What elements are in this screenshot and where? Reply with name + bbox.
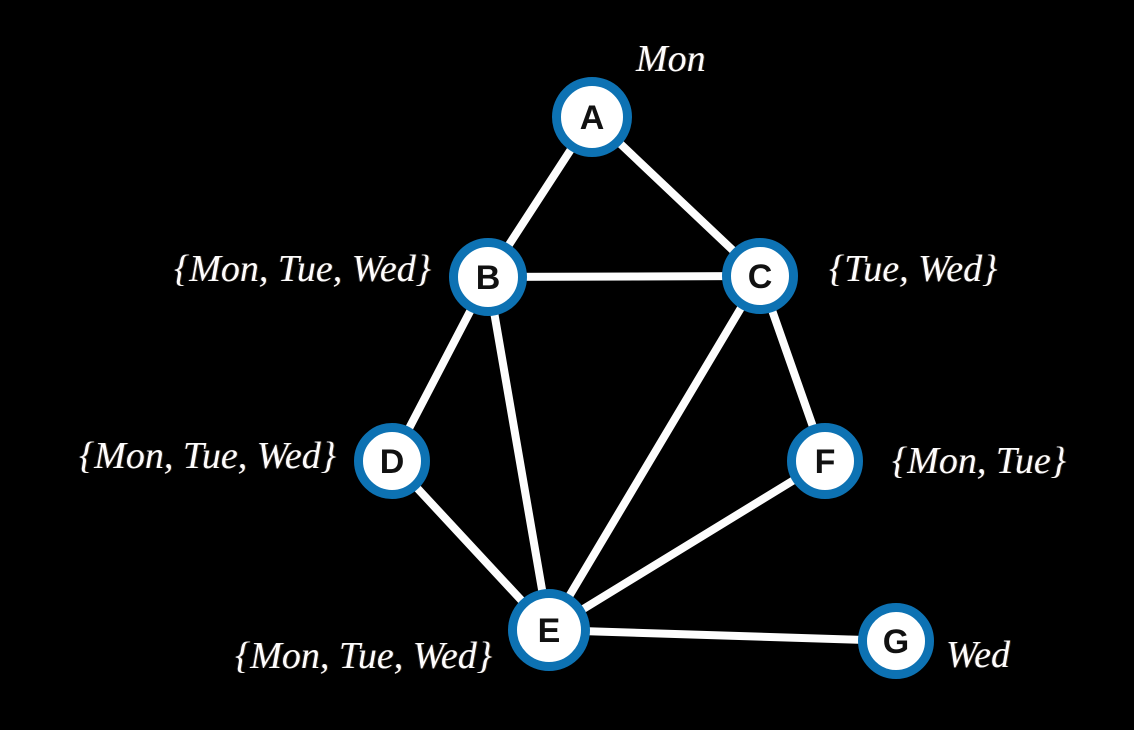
- node-letter-g: G: [883, 623, 909, 661]
- node-letter-e: E: [538, 612, 561, 650]
- domain-label-a: Mon: [636, 38, 706, 80]
- domain-label-b: {Mon, Tue, Wed}: [174, 248, 431, 290]
- graph-node-c[interactable]: C: [722, 238, 798, 314]
- domain-label-e: {Mon, Tue, Wed}: [235, 635, 492, 677]
- domain-label-g: Wed: [946, 634, 1011, 676]
- node-circle-a: [552, 77, 632, 157]
- graph-edge-e-g: [545, 626, 900, 645]
- graph-node-g[interactable]: G: [858, 603, 934, 679]
- node-layer: A B C D E F G: [354, 77, 934, 679]
- node-letter-a: A: [580, 99, 605, 137]
- node-circle-g: [858, 603, 934, 679]
- graph-node-e[interactable]: E: [508, 589, 590, 671]
- node-circle-e: [508, 589, 590, 671]
- domain-label-c: {Tue, Wed}: [829, 248, 998, 290]
- graph-node-d[interactable]: D: [354, 423, 430, 499]
- node-circle-c: [722, 238, 798, 314]
- graph-node-a[interactable]: A: [552, 77, 632, 157]
- node-circle-f: [787, 423, 863, 499]
- node-letter-c: C: [748, 258, 773, 296]
- graph-edge-b-c: [484, 272, 764, 281]
- node-letter-d: D: [380, 443, 405, 481]
- graph-node-b[interactable]: B: [449, 238, 527, 316]
- domain-label-f: {Mon, Tue}: [892, 440, 1066, 482]
- node-letter-b: B: [476, 259, 501, 297]
- domain-label-d: {Mon, Tue, Wed}: [79, 435, 336, 477]
- graph-node-f[interactable]: F: [787, 423, 863, 499]
- node-letter-f: F: [815, 443, 836, 481]
- node-circle-d: [354, 423, 430, 499]
- node-circle-b: [449, 238, 527, 316]
- graph-edge-c-e: [545, 272, 764, 634]
- graph-edge-e-f: [545, 457, 829, 634]
- graph-edge-b-e: [484, 273, 553, 634]
- edge-layer: [388, 113, 900, 645]
